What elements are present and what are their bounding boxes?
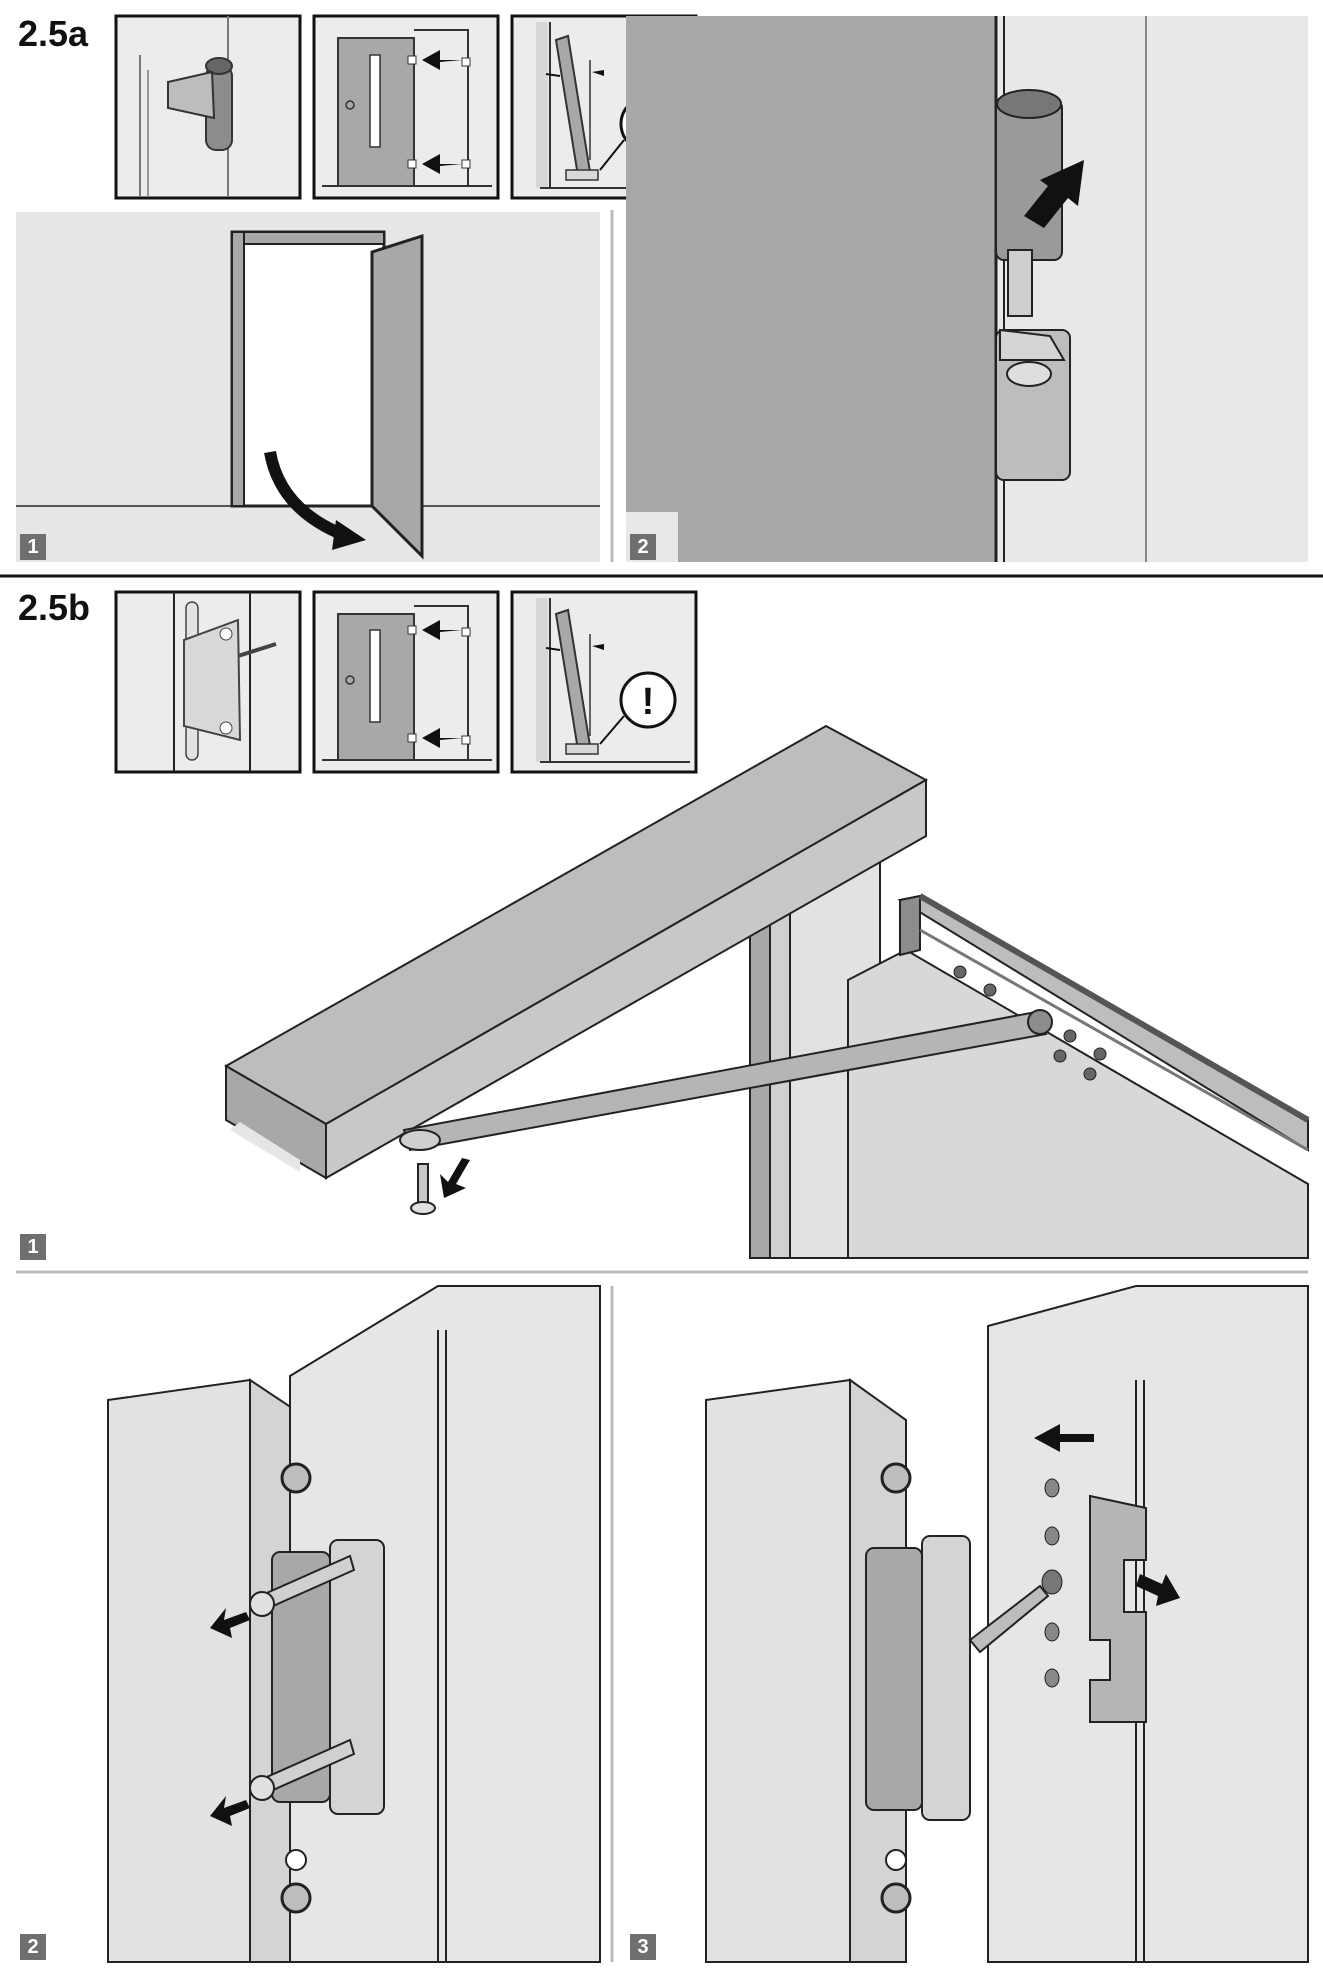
exclamation-warning-icon: ! <box>619 671 677 729</box>
hinge-icon <box>183 601 277 761</box>
arrow-icon <box>210 1796 250 1826</box>
arrow-icon <box>422 620 462 640</box>
thumbnail-door-hinges <box>312 14 500 200</box>
arrow-icon <box>422 154 462 174</box>
hinge-icon <box>167 57 233 151</box>
arrow-icon <box>422 728 462 748</box>
thumbnail-hinge <box>114 14 302 200</box>
step-badge-b1: 1 <box>20 1234 46 1260</box>
step-badge-a1: 1 <box>20 534 46 560</box>
panel-b2-hinge-screws <box>16 1285 601 1963</box>
thumbnail-wall-warning-b: ! <box>510 590 698 774</box>
hinge-icon <box>995 89 1071 481</box>
section-title-2-5a: 2.5a <box>18 13 89 54</box>
panel-b3-remove-hinge <box>626 1285 1309 1963</box>
thumbnail-concealed-hinge <box>114 590 302 774</box>
step-badge-b2: 2 <box>20 1934 46 1960</box>
arrow-icon <box>1034 1424 1094 1452</box>
arrow-icon <box>422 50 462 70</box>
warning-symbol: ! <box>642 681 655 723</box>
arrow-icon <box>264 450 349 542</box>
arrow-icon <box>1024 160 1084 228</box>
arrow-icon <box>210 1608 250 1638</box>
screw-icon <box>410 1163 436 1215</box>
panel-b1-door-closer <box>223 724 1310 1259</box>
screw-icon <box>249 1554 356 1617</box>
arrow-icon <box>1136 1574 1180 1606</box>
step-badge-a2: 2 <box>630 534 656 560</box>
screw-icon <box>249 1738 356 1801</box>
panel-a2-lift-hinge <box>626 16 1308 562</box>
step-badge-b3: 3 <box>630 1934 656 1960</box>
section-a: ! <box>16 14 1308 562</box>
arrow-icon <box>440 1158 470 1198</box>
panel-a1-open-door <box>16 212 600 562</box>
thumbnail-door-hinges-b <box>312 590 500 774</box>
section-title-2-5b: 2.5b <box>18 587 91 628</box>
track-screws <box>953 965 1107 1081</box>
door-holes <box>1041 1478 1063 1688</box>
section-b: ! <box>16 590 1310 1963</box>
